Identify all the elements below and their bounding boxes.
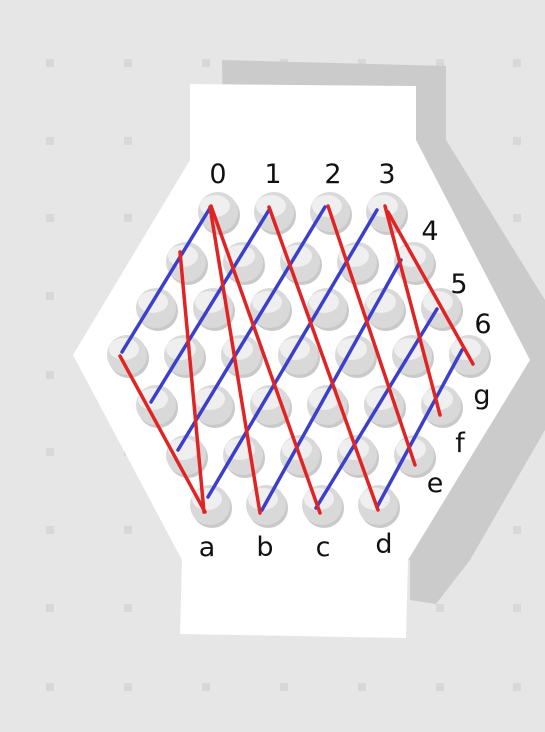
- peg: [193, 385, 235, 428]
- blue-line: [375, 348, 464, 509]
- peg: [364, 385, 406, 428]
- top-labels: 0 1 2 3 4 5 6: [209, 159, 491, 340]
- bg-dot: [202, 683, 210, 691]
- peg: [307, 288, 349, 331]
- top-label-1: 1: [264, 159, 281, 190]
- bg-dot: [124, 214, 132, 222]
- bg-dot: [513, 214, 521, 222]
- peg: [278, 335, 320, 378]
- peg: [421, 385, 463, 428]
- red-line: [386, 210, 475, 366]
- peg: [136, 288, 178, 331]
- peg: [364, 288, 406, 331]
- bg-dot: [46, 137, 54, 145]
- bg-dot: [436, 59, 444, 67]
- bg-dot: [280, 683, 288, 691]
- red-line: [118, 354, 207, 514]
- bg-dot: [202, 59, 210, 67]
- blue-line: [176, 205, 327, 452]
- blue-line: [120, 206, 212, 354]
- bg-dot: [436, 604, 444, 612]
- connection-lines: [118, 204, 475, 515]
- bg-dot: [513, 526, 521, 534]
- bottom-labels: a b c d e f g: [199, 380, 491, 563]
- blue-line: [149, 208, 271, 404]
- bg-dot: [124, 526, 132, 534]
- top-label-0: 0: [209, 159, 226, 190]
- top-label-2: 2: [324, 159, 341, 190]
- red-line: [178, 250, 206, 514]
- bg-dot: [46, 448, 54, 456]
- bottom-label-b: b: [256, 532, 273, 563]
- red-line: [209, 204, 322, 515]
- bg-dot: [124, 59, 132, 67]
- bottom-label-g: g: [473, 380, 490, 411]
- bg-dot: [46, 683, 54, 691]
- red-line: [383, 204, 442, 417]
- blue-line: [206, 208, 379, 499]
- peg: [166, 242, 208, 285]
- bottom-label-d: d: [375, 529, 392, 560]
- top-label-6: 6: [474, 309, 491, 340]
- bg-dot: [124, 683, 132, 691]
- peg: [335, 335, 377, 378]
- peg: [394, 435, 436, 478]
- bg-dot: [358, 59, 366, 67]
- bottom-label-c: c: [316, 532, 331, 563]
- top-label-4: 4: [421, 216, 438, 247]
- red-line: [326, 204, 417, 467]
- bg-dot: [46, 604, 54, 612]
- bg-dot: [124, 604, 132, 612]
- bg-dot: [46, 292, 54, 300]
- top-label-3: 3: [378, 159, 395, 190]
- red-line: [267, 205, 380, 512]
- bg-dot: [46, 59, 54, 67]
- bg-dot: [358, 683, 366, 691]
- peg: [250, 288, 292, 331]
- top-label-5: 5: [450, 269, 467, 300]
- bottom-label-f: f: [455, 428, 466, 459]
- bg-dot: [513, 137, 521, 145]
- bg-dot: [513, 59, 521, 67]
- bottom-label-a: a: [199, 532, 216, 563]
- bottom-label-e: e: [427, 468, 444, 499]
- bg-dot: [513, 604, 521, 612]
- bg-dot: [46, 371, 54, 379]
- bg-dot: [46, 214, 54, 222]
- bg-dot: [46, 526, 54, 534]
- blue-line: [314, 307, 439, 510]
- red-line: [208, 205, 262, 515]
- bg-dot: [513, 683, 521, 691]
- bg-dot: [436, 683, 444, 691]
- bg-dot: [124, 137, 132, 145]
- peg: [254, 192, 296, 235]
